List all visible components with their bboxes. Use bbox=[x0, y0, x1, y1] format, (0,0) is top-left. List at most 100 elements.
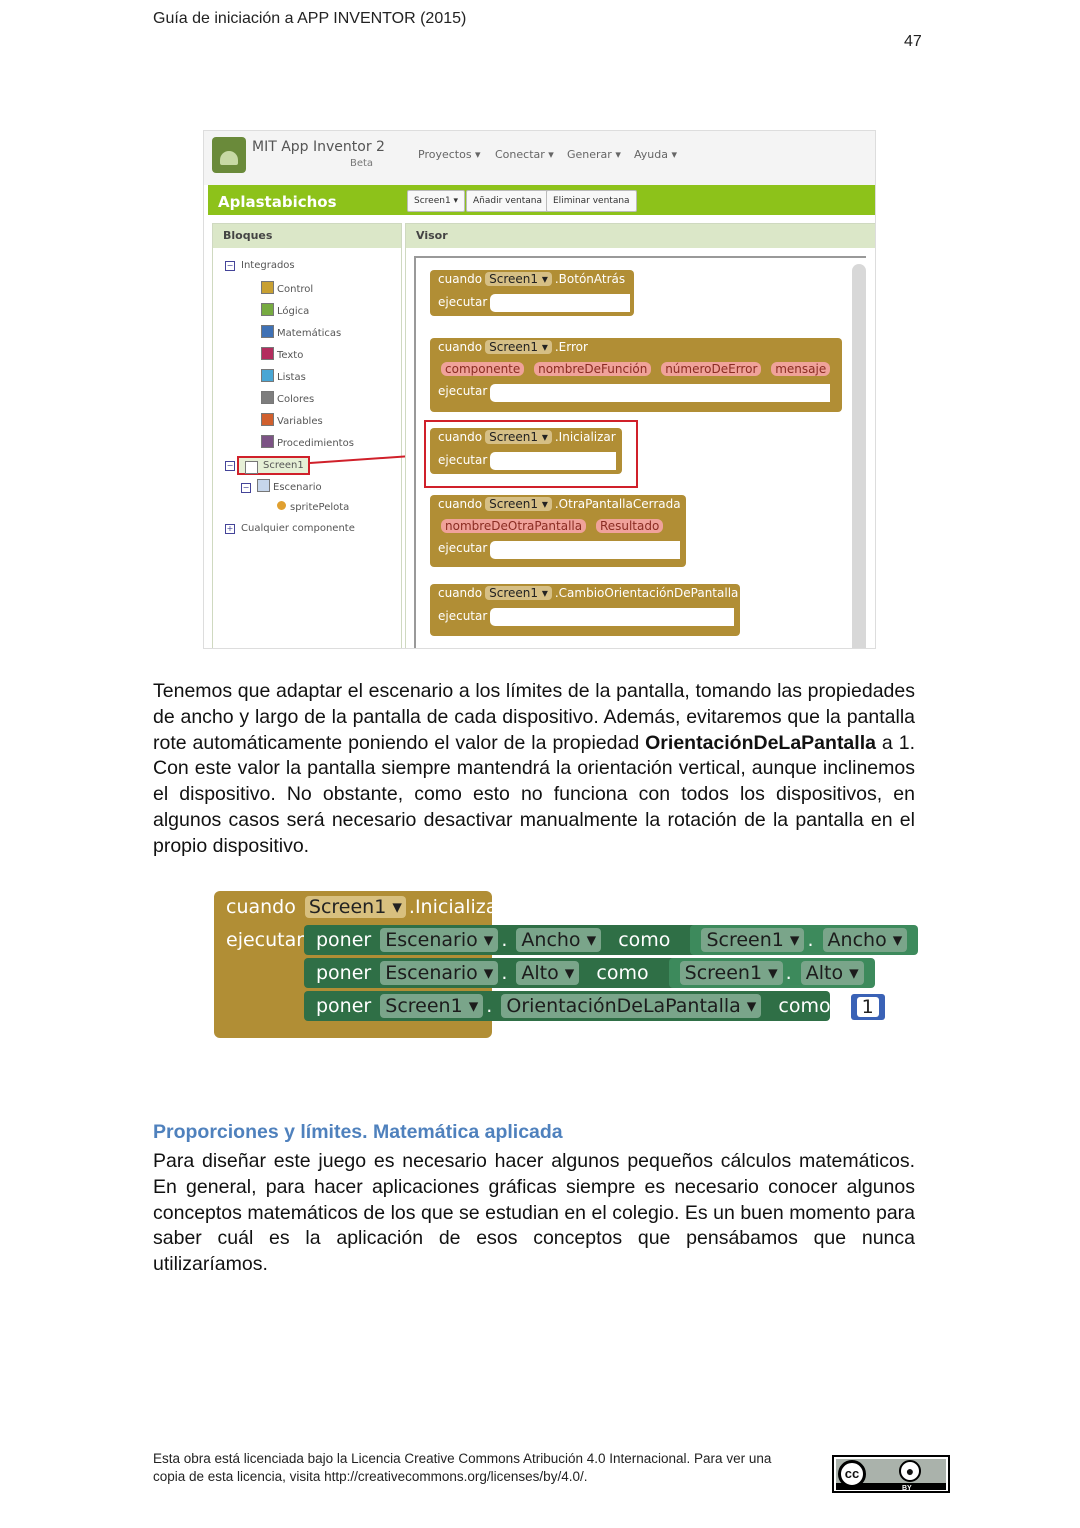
property-dropdown[interactable]: Ancho ▾ bbox=[516, 928, 602, 952]
menu-proyectos[interactable]: Proyectos ▾ bbox=[418, 148, 481, 161]
paragraph-text: a 1. Con este valor la pantalla siempre … bbox=[153, 731, 915, 857]
project-bar: Aplastabichos Screen1 ▾ Añadir ventana E… bbox=[208, 185, 875, 215]
statement-slot bbox=[490, 384, 830, 402]
tree-item-control[interactable]: Control bbox=[261, 281, 313, 295]
license-footer: Esta obra está licenciada bajo la Licenc… bbox=[153, 1450, 803, 1486]
screen-dropdown[interactable]: Screen1 ▾ bbox=[485, 272, 552, 286]
tree-integrados[interactable]: −Integrados bbox=[225, 260, 295, 271]
ejecutar-label: ejecutar bbox=[226, 929, 305, 951]
add-screen-button[interactable]: Añadir ventana bbox=[466, 190, 549, 212]
param-pill[interactable]: Resultado bbox=[595, 519, 664, 533]
tree-item-colores[interactable]: Colores bbox=[261, 391, 314, 405]
getter-block[interactable]: Screen1 ▾. Alto ▾ bbox=[668, 958, 875, 988]
number-block[interactable]: 1 bbox=[850, 993, 885, 1020]
license-line-1: Esta obra está licenciada bajo la Licenc… bbox=[153, 1451, 772, 1466]
ejecutar-label: ejecutar bbox=[438, 384, 488, 398]
screen-dropdown[interactable]: Screen1 ▾ bbox=[485, 430, 552, 444]
viewer-panel-title: Visor bbox=[406, 224, 875, 248]
set-escenario-alto-block[interactable]: poner Escenario ▾. Alto ▾ como Screen1 ▾… bbox=[304, 958, 875, 988]
tree-item-variables[interactable]: Variables bbox=[261, 413, 323, 427]
app-inventor-logo-icon bbox=[212, 137, 246, 173]
license-line-2: copia de esta licencia, visita http://cr… bbox=[153, 1469, 588, 1484]
workspace-scrollbar[interactable] bbox=[852, 264, 866, 648]
event-name: .Inicializar bbox=[408, 896, 506, 918]
component-dropdown[interactable]: Escenario ▾ bbox=[380, 961, 499, 985]
screen-dropdown[interactable]: Screen1 ▾ bbox=[304, 896, 406, 918]
como-label: como bbox=[618, 929, 671, 951]
component-dropdown[interactable]: Escenario ▾ bbox=[380, 928, 499, 952]
paragraph-text: Tenemos que adaptar el escenario a los l… bbox=[153, 680, 915, 754]
component-dropdown[interactable]: Screen1 ▾ bbox=[380, 994, 484, 1018]
tree-item-screen1[interactable]: Screen1 bbox=[237, 456, 310, 475]
collapse-icon[interactable]: − bbox=[225, 261, 235, 271]
set-screen-orientation-block[interactable]: poner Screen1 ▾. OrientaciónDeLaPantalla… bbox=[304, 991, 885, 1021]
section-title: Proporciones y límites. Matemática aplic… bbox=[153, 1121, 563, 1143]
tree-item-procedimientos[interactable]: Procedimientos bbox=[261, 435, 354, 449]
menu-conectar[interactable]: Conectar ▾ bbox=[495, 148, 554, 161]
como-label: como bbox=[596, 962, 649, 984]
set-escenario-ancho-block[interactable]: poner Escenario ▾. Ancho ▾ como Screen1 … bbox=[304, 925, 919, 955]
param-pill[interactable]: mensaje bbox=[771, 362, 831, 376]
property-dropdown[interactable]: Ancho ▾ bbox=[822, 928, 908, 952]
statement-slot bbox=[490, 608, 734, 626]
dot-label: . bbox=[785, 962, 792, 984]
ejecutar-label: ejecutar bbox=[438, 609, 488, 623]
tree-item-sprite[interactable]: spritePelota bbox=[277, 501, 349, 513]
tree-item-escenario[interactable]: −Escenario bbox=[241, 479, 322, 493]
tree-item-texto[interactable]: Texto bbox=[261, 347, 303, 361]
param-pill[interactable]: númeroDeError bbox=[661, 362, 762, 376]
component-dropdown[interactable]: Screen1 ▾ bbox=[701, 928, 805, 952]
collapse-icon[interactable]: − bbox=[241, 483, 251, 493]
expand-icon[interactable]: + bbox=[225, 524, 235, 534]
param-pill[interactable]: nombreDeOtraPantalla bbox=[441, 519, 587, 533]
tree-item-label: Control bbox=[277, 284, 314, 295]
property-dropdown[interactable]: OrientaciónDeLaPantalla ▾ bbox=[501, 994, 762, 1018]
tree-sprite-label: spritePelota bbox=[290, 502, 350, 513]
sprite-icon bbox=[277, 501, 286, 510]
tree-screen-label: Screen1 bbox=[263, 460, 304, 471]
tree-item-matematicas[interactable]: Matemáticas bbox=[261, 325, 341, 339]
tree-item-label: Variables bbox=[277, 416, 323, 427]
highlight-box bbox=[424, 420, 638, 488]
procedimientos-color-icon bbox=[261, 435, 274, 448]
tree-item-listas[interactable]: Listas bbox=[261, 369, 306, 383]
screen-icon bbox=[245, 461, 258, 474]
cc-by-badge: cc ● BY bbox=[832, 1455, 950, 1493]
param-pill[interactable]: componente bbox=[441, 362, 525, 376]
collapse-icon[interactable]: − bbox=[225, 461, 235, 471]
param-pill[interactable]: nombreDeFunción bbox=[534, 362, 652, 376]
screen-select-button[interactable]: Screen1 ▾ bbox=[407, 190, 466, 212]
logica-color-icon bbox=[261, 303, 274, 316]
statement-slot bbox=[490, 294, 630, 312]
screen-dropdown[interactable]: Screen1 ▾ bbox=[485, 340, 552, 354]
statement-slot bbox=[490, 541, 680, 559]
remove-screen-button[interactable]: Eliminar ventana bbox=[546, 190, 637, 212]
tree-screen-collapse[interactable]: − bbox=[225, 460, 241, 471]
property-dropdown[interactable]: Alto ▾ bbox=[800, 961, 864, 985]
tree-item-label: Matemáticas bbox=[277, 328, 342, 339]
event-name: .Error bbox=[554, 340, 588, 354]
cuando-label: cuando bbox=[438, 430, 483, 444]
screen-dropdown[interactable]: Screen1 ▾ bbox=[485, 497, 552, 511]
listas-color-icon bbox=[261, 369, 274, 382]
ejecutar-label: ejecutar bbox=[438, 541, 488, 555]
tree-item-logica[interactable]: Lógica bbox=[261, 303, 309, 317]
component-dropdown[interactable]: Screen1 ▾ bbox=[679, 961, 783, 985]
menu-generar[interactable]: Generar ▾ bbox=[567, 148, 621, 161]
tree-item-label: Texto bbox=[277, 350, 304, 361]
menu-ayuda[interactable]: Ayuda ▾ bbox=[634, 148, 678, 161]
screen-dropdown[interactable]: Screen1 ▾ bbox=[485, 586, 552, 600]
section-paragraph: Para diseñar este juego es necesario hac… bbox=[153, 1150, 915, 1276]
number-value[interactable]: 1 bbox=[856, 996, 879, 1017]
tree-cualquier-componente[interactable]: +Cualquier componente bbox=[225, 523, 355, 534]
getter-block[interactable]: Screen1 ▾. Ancho ▾ bbox=[690, 925, 919, 955]
cuando-label: cuando bbox=[438, 586, 483, 600]
property-dropdown[interactable]: Alto ▾ bbox=[516, 961, 580, 985]
